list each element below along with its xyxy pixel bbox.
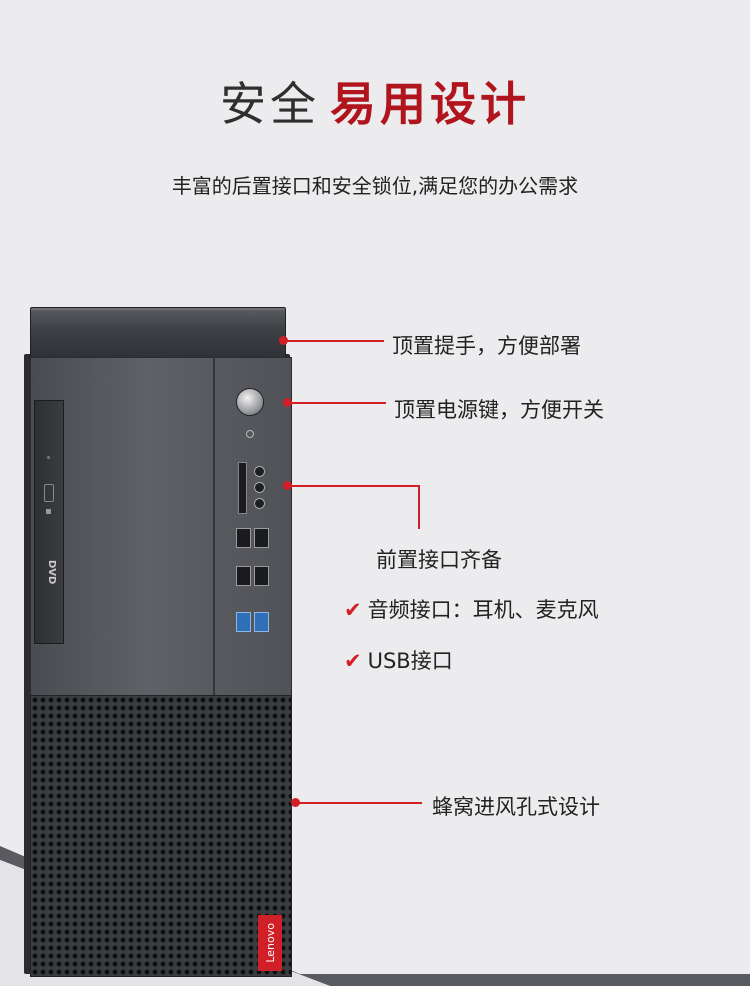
callout-marker-power	[283, 398, 292, 407]
checkmark-icon: ✔	[344, 649, 362, 673]
callout-vent: 蜂窝进风孔式设计	[432, 795, 600, 819]
dvd-logo: DVD	[46, 560, 57, 585]
callout-marker-handle	[279, 336, 288, 345]
callout-usb-text: USB接口	[367, 649, 453, 673]
brand-logo: Lenovo	[258, 915, 282, 971]
eject-button	[44, 484, 54, 502]
usb-port	[254, 528, 269, 548]
power-button	[236, 388, 264, 416]
title-highlight: 易用设计	[330, 77, 530, 131]
callout-front-io-title: 前置接口齐备	[376, 548, 502, 572]
panel-divider	[213, 357, 215, 695]
usb3-port	[254, 612, 269, 632]
usb3-port	[236, 612, 251, 632]
optical-drive	[34, 400, 64, 644]
callout-handle: 顶置提手，方便部署	[392, 334, 581, 358]
audio-jack-icon	[254, 482, 265, 493]
honeycomb-vent	[30, 695, 292, 977]
callout-usb: ✔USB接口	[344, 645, 453, 675]
callout-power: 顶置电源键，方便开关	[394, 398, 604, 422]
callout-audio-text: 音频接口：耳机、麦克风	[367, 598, 599, 622]
callout-line-front-io	[288, 485, 420, 487]
power-led-icon	[246, 430, 254, 438]
title-main: 安全	[220, 77, 320, 131]
callout-audio: ✔音频接口：耳机、麦克风	[344, 594, 599, 624]
top-handle	[30, 307, 286, 359]
page-title: 安全易用设计	[0, 72, 750, 136]
callout-line-vent	[296, 802, 422, 804]
drive-led	[47, 456, 50, 459]
microphone-jack-icon	[254, 498, 265, 509]
brand-text: Lenovo	[263, 923, 277, 963]
card-reader-slot	[238, 462, 247, 514]
usb-port	[254, 566, 269, 586]
drive-indicator	[46, 509, 51, 514]
page-subtitle: 丰富的后置接口和安全锁位,满足您的办公需求	[171, 174, 579, 198]
callout-marker-front-io	[283, 481, 292, 490]
checkmark-icon: ✔	[344, 598, 362, 622]
callout-line-front-io-drop	[418, 485, 420, 529]
callout-marker-vent	[291, 798, 300, 807]
headphone-jack-icon	[254, 466, 265, 477]
usb-port	[236, 566, 251, 586]
usb-port	[236, 528, 251, 548]
callout-line-handle	[284, 340, 384, 342]
callout-line-power	[288, 402, 386, 404]
